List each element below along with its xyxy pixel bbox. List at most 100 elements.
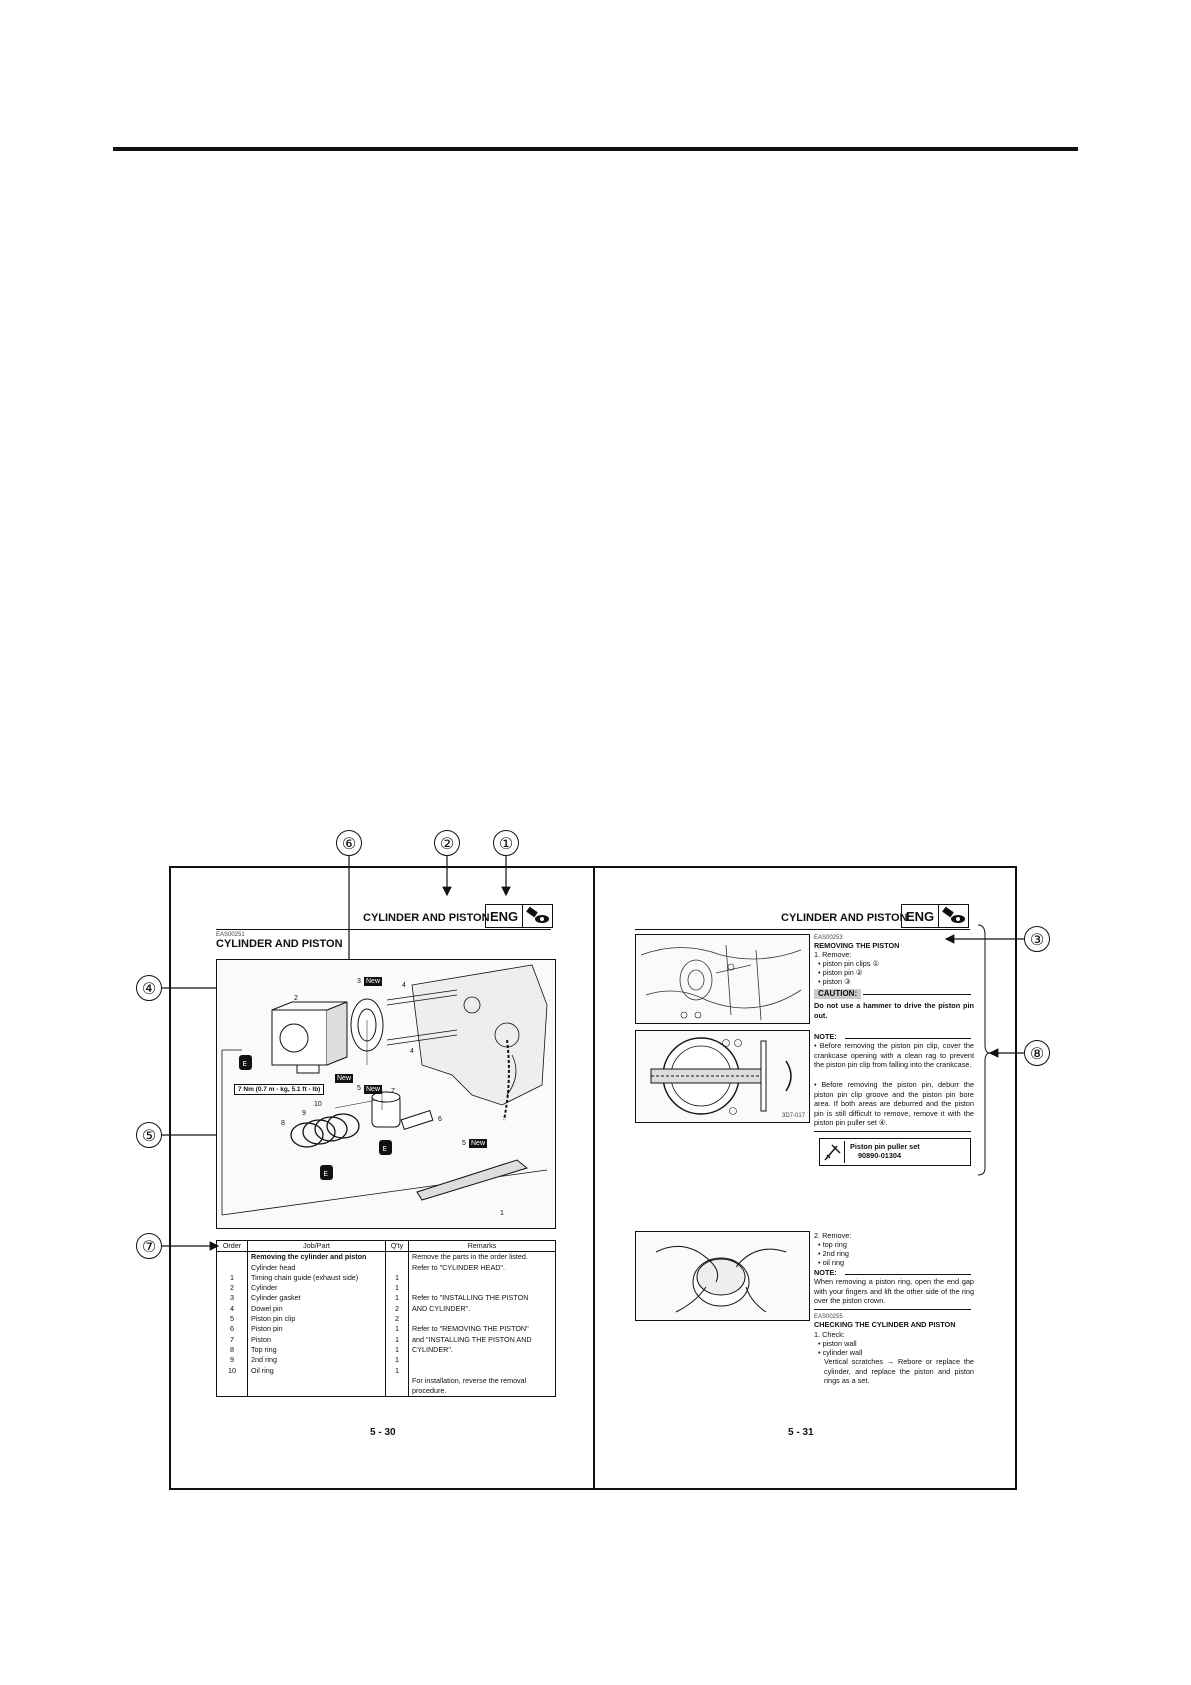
left-section-code: EAS00251 xyxy=(216,932,245,938)
table-row: Removing the cylinder and piston Remove t… xyxy=(216,1251,556,1263)
right-page: CYLINDER AND PISTON ENG xyxy=(595,868,1015,1488)
engine-wrench-icon xyxy=(939,907,968,925)
manual-spread: CYLINDER AND PISTON ENG EAS00251 CYLINDE… xyxy=(169,866,1017,1490)
left-page-number: 5 - 30 xyxy=(370,1427,396,1438)
order-cell: 7 xyxy=(216,1334,248,1345)
right-header-title: CYLINDER AND PISTON xyxy=(781,912,908,924)
rings-note-text: When removing a piston ring, open the en… xyxy=(814,1277,974,1306)
removing-title: REMOVING THE PISTON xyxy=(814,941,900,950)
job-cell: Top ring xyxy=(247,1344,386,1356)
remarks-cell xyxy=(408,1355,556,1366)
part-label-6: 6 xyxy=(438,1116,442,1123)
torque-spec: 7 Nm (0.7 m - kg, 5.1 ft - lb) xyxy=(234,1084,325,1095)
checking-title: CHECKING THE CYLINDER AND PISTON xyxy=(814,1320,956,1329)
eng-label: ENG xyxy=(486,905,524,927)
job-cell: Timing chain guide (exhaust side) xyxy=(247,1272,386,1284)
rings-item: • top ring xyxy=(818,1240,847,1249)
parts-table: Order Job/Part Q'ty Remarks Removing the… xyxy=(216,1239,556,1398)
removing-step: 1. Remove: xyxy=(814,950,852,959)
tool-box: Piston pin puller set 90890-01304 xyxy=(819,1138,971,1166)
right-eng-badge: ENG xyxy=(901,904,969,928)
callout-4: ④ xyxy=(136,975,162,1001)
eng-label: ENG xyxy=(902,905,940,927)
table-row: Cylinder head Refer to "CYLINDER HEAD". xyxy=(216,1262,556,1273)
job-cell: Removing the cylinder and piston xyxy=(247,1251,386,1263)
rings-item: • 2nd ring xyxy=(818,1249,849,1258)
job-cell: Piston xyxy=(247,1334,386,1345)
table-header-row: Order Job/Part Q'ty Remarks xyxy=(216,1239,556,1253)
removing-code: EAS00253 xyxy=(814,935,843,941)
checking-code: EAS00255 xyxy=(814,1314,843,1320)
part-label-5: 5 xyxy=(357,1085,361,1092)
rings-item: • oil ring xyxy=(818,1258,845,1267)
rings-note-end-rule xyxy=(814,1309,971,1310)
qty-cell xyxy=(385,1386,409,1398)
right-page-number: 5 - 31 xyxy=(788,1427,814,1438)
job-cell: Piston pin xyxy=(247,1324,386,1335)
remarks-cell: and "INSTALLING THE PISTON AND xyxy=(408,1334,556,1345)
new-tag: New xyxy=(364,977,383,986)
note-item: • Before removing the piston pin, deburr… xyxy=(814,1080,974,1128)
part-label-1: 1 xyxy=(500,1210,504,1217)
callout-8: ⑧ xyxy=(1024,1040,1050,1066)
svg-text:E: E xyxy=(383,1145,387,1153)
remarks-cell: Refer to "REMOVING THE PISTON" xyxy=(408,1324,556,1335)
new-tag: New xyxy=(335,1074,354,1083)
order-cell: 9 xyxy=(216,1355,248,1366)
oil-mark: E xyxy=(243,1060,247,1068)
part-label-5b: 5 xyxy=(462,1140,466,1147)
order-cell xyxy=(216,1375,248,1387)
right-header-rule xyxy=(635,929,970,930)
job-cell: Piston pin clip xyxy=(247,1314,386,1325)
job-cell: Dowel pin xyxy=(247,1303,386,1315)
remarks-cell: CYLINDER". xyxy=(408,1344,556,1356)
remarks-cell: Refer to "INSTALLING THE PISTON xyxy=(408,1293,556,1304)
order-cell: 3 xyxy=(216,1293,248,1304)
new-tag: New xyxy=(364,1085,383,1094)
piston-pin-puller-diagram: 3D7-017 xyxy=(635,1030,810,1123)
checking-item: • cylinder wall xyxy=(818,1348,863,1357)
left-header-rule xyxy=(216,929,551,930)
qty-cell: 2 xyxy=(385,1314,409,1325)
removing-item: • piston pin clips ① xyxy=(818,959,880,968)
qty-cell: 1 xyxy=(385,1272,409,1284)
top-rule xyxy=(113,147,1078,151)
left-page: CYLINDER AND PISTON ENG EAS00251 CYLINDE… xyxy=(171,868,595,1488)
order-cell: 8 xyxy=(216,1344,248,1356)
remarks-cell: Remove the parts in the order listed. xyxy=(408,1251,556,1263)
remarks-cell: Refer to "CYLINDER HEAD". xyxy=(408,1262,556,1273)
job-cell xyxy=(247,1375,386,1387)
checking-step: 1. Check: xyxy=(814,1330,845,1339)
svg-text:E: E xyxy=(324,1170,328,1178)
job-cell: Cylinder head xyxy=(247,1262,386,1273)
col-job-part: Job/Part xyxy=(247,1239,386,1253)
note-item: • Before removing the piston pin clip, c… xyxy=(814,1041,974,1070)
callout-1: ① xyxy=(493,830,519,856)
job-cell xyxy=(247,1386,386,1398)
remarks-cell: AND CYLINDER". xyxy=(408,1303,556,1315)
callout-2: ② xyxy=(434,830,460,856)
qty-cell: 1 xyxy=(385,1324,409,1335)
rings-note-rule xyxy=(845,1274,971,1275)
engine-wrench-icon xyxy=(523,907,552,925)
part-label-10: 10 xyxy=(314,1101,322,1108)
checking-detail: Vertical scratches → Rebore or replace t… xyxy=(824,1357,974,1386)
part-label-2: 2 xyxy=(294,995,298,1002)
job-cell: Oil ring xyxy=(247,1365,386,1376)
remarks-cell xyxy=(408,1365,556,1376)
caution-rule xyxy=(863,994,971,995)
note-label: NOTE: xyxy=(814,1032,837,1041)
qty-cell: 1 xyxy=(385,1293,409,1304)
note-end-rule xyxy=(814,1131,971,1132)
part-label-9: 9 xyxy=(302,1110,306,1117)
order-cell: 2 xyxy=(216,1283,248,1294)
qty-cell xyxy=(385,1262,409,1273)
puller-tool-icon xyxy=(822,1141,845,1163)
removing-item: • piston pin ② xyxy=(818,968,863,977)
